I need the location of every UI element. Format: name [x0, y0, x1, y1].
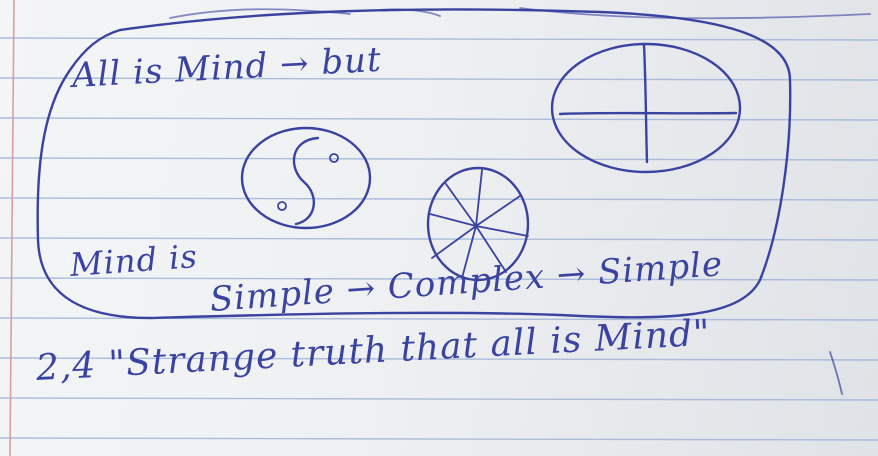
- yin-yang-drawing: [242, 128, 370, 228]
- margin-line: [10, 0, 14, 456]
- underline-stroke: [830, 352, 842, 394]
- quartered-circle-drawing: [552, 44, 740, 172]
